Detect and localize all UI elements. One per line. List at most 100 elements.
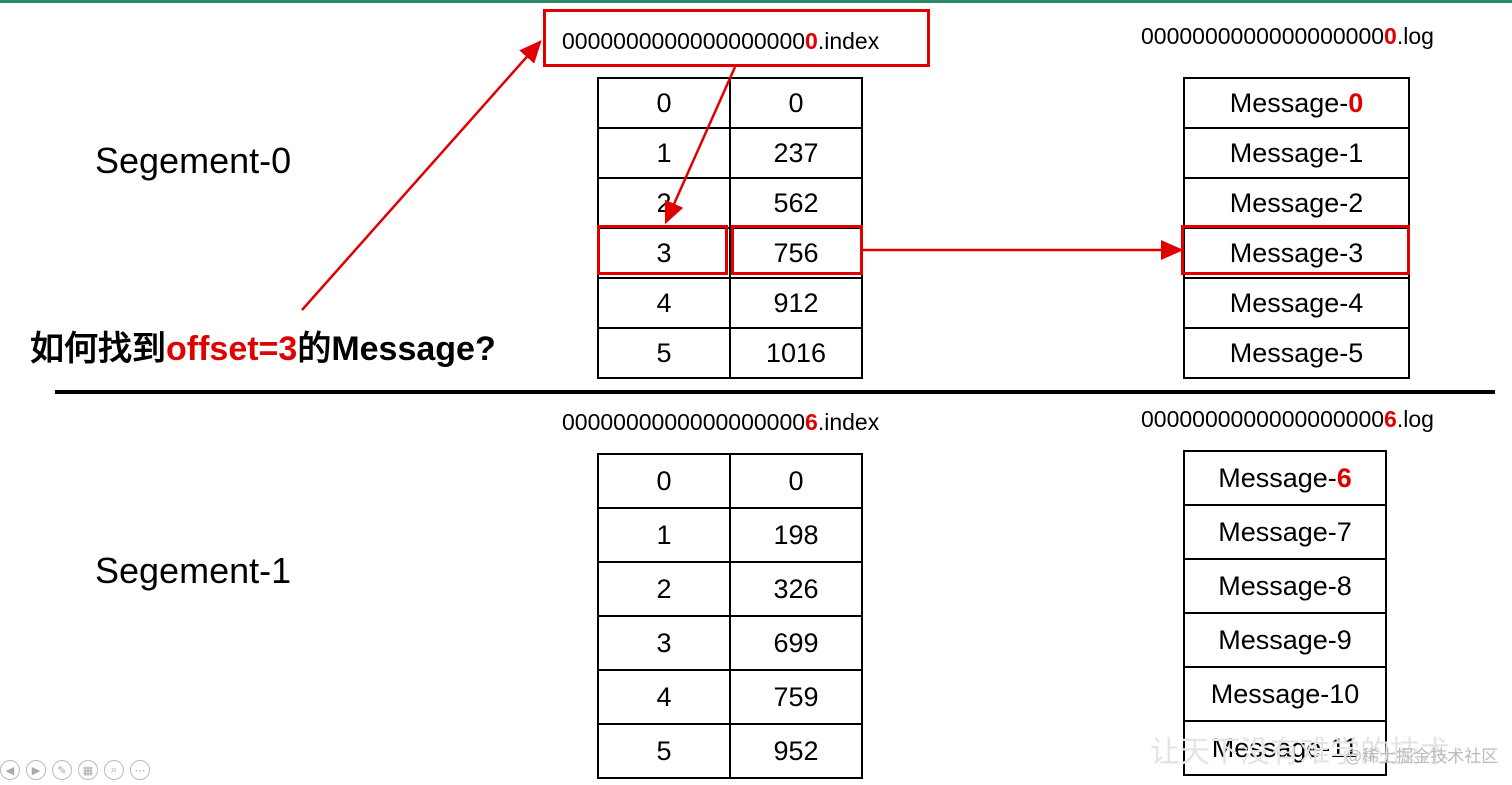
message-prefix: Message- [1229,337,1349,368]
message-cell: Message-7 [1183,504,1387,560]
message-cell: Message-9 [1183,612,1387,668]
table-row: Message-5 [1183,327,1410,379]
message-number: 3 [1348,237,1364,268]
segment-1-log-filename: 00000000000000000006.log [1141,406,1434,432]
message-prefix: Message- [1229,237,1349,268]
offset-cell: 3 [597,615,731,671]
table-row: Message-3 [1183,227,1410,279]
message-number: 6 [1336,462,1352,493]
offset-cell: 0 [597,77,731,129]
next-icon[interactable]: ▶ [26,760,46,780]
message-prefix: Message- [1218,570,1337,601]
segment-0-label: Segement-0 [95,140,292,181]
table-row: Message-0 [1183,77,1410,129]
message-number: 9 [1336,624,1352,655]
position-cell: 0 [729,77,863,129]
message-number: 5 [1348,337,1364,368]
message-prefix: Message- [1218,624,1337,655]
table-row: Message-10 [1183,666,1387,722]
message-cell: Message-4 [1183,277,1410,329]
table-row: Message-8 [1183,558,1387,614]
message-prefix: Message- [1218,516,1337,547]
offset-cell: 5 [597,723,731,779]
message-cell: Message-2 [1183,177,1410,229]
message-number: 10 [1329,678,1360,709]
position-cell: 237 [729,127,863,179]
message-cell: Message-11 [1183,720,1387,776]
message-prefix: Message- [1229,187,1349,218]
message-cell: Message-6 [1183,450,1387,506]
message-prefix: Message- [1211,732,1331,763]
message-number: 8 [1336,570,1352,601]
offset-cell: 1 [597,507,731,563]
table-row: Message-9 [1183,612,1387,668]
prev-icon[interactable]: ◀ [0,760,20,780]
slides-icon[interactable]: ▦ [78,760,98,780]
table-row: Message-7 [1183,504,1387,560]
message-cell: Message-10 [1183,666,1387,722]
message-prefix: Message- [1218,462,1337,493]
question-to-index-file-arrow [301,40,542,311]
position-cell: 0 [729,453,863,509]
more-icon[interactable]: ⋯ [130,760,150,780]
message-number: 4 [1348,287,1364,318]
position-cell: 759 [729,669,863,725]
offset-cell: 4 [597,277,731,329]
table-row: Message-1 [1183,127,1410,179]
watermark-text: @稀土掘金技术社区 [1345,747,1499,766]
message-cell: Message-1 [1183,127,1410,179]
offset-cell: 4 [597,669,731,725]
offset-cell: 2 [597,177,731,229]
question-text: 如何找到offset=3的Message? [30,330,496,368]
position-cell: 1016 [729,327,863,379]
message-prefix: Message- [1210,678,1330,709]
message-number: 0 [1348,87,1364,118]
table-row: Message-2 [1183,177,1410,229]
position-cell: 952 [729,723,863,779]
position-cell: 699 [729,615,863,671]
segment-0-index-filename: 00000000000000000000.index [562,28,880,54]
message-cell: Message-8 [1183,558,1387,614]
position-cell: 326 [729,561,863,617]
top-accent-line [0,0,1512,3]
table-row: Message-11 [1183,720,1387,776]
segment-1-index-filename: 00000000000000000006.index [562,409,880,435]
offset-cell-highlight-box [597,225,728,275]
position-cell-highlight-box [731,225,863,275]
offset-cell: 5 [597,327,731,379]
message-prefix: Message- [1229,87,1349,118]
table-row: Message-4 [1183,277,1410,329]
position-cell: 198 [729,507,863,563]
zoom-icon[interactable]: ⌕ [104,760,124,780]
table-row: Message-6 [1183,450,1387,506]
offset-cell: 2 [597,561,731,617]
index-file-to-offset-arrow [664,66,737,225]
message-number: 7 [1336,516,1352,547]
pen-icon[interactable]: ✎ [52,760,72,780]
message-prefix: Message- [1229,137,1349,168]
offset-cell: 0 [597,453,731,509]
position-cell: 912 [729,277,863,329]
message-number: 1 [1348,137,1364,168]
position-cell: 756 [729,227,863,279]
